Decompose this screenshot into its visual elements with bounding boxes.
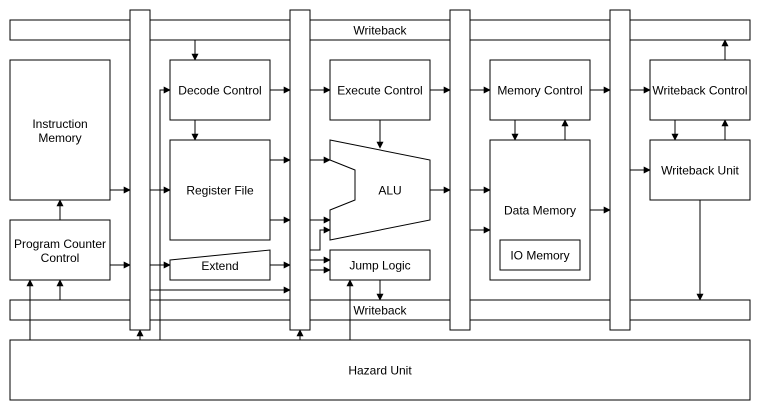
writeback-bus-top [9, 19, 751, 41]
writeback-unit [649, 139, 751, 201]
arrow-reg2-to-alu-c [310, 226, 331, 251]
alu [329, 139, 431, 241]
instruction-memory-label-1: Instruction [32, 117, 87, 131]
decode-control [169, 59, 271, 121]
hazard-unit-label: Hazard Unit [348, 364, 412, 378]
data-memory-label: Data Memory [504, 204, 576, 218]
writeback-unit-label: Writeback Unit [661, 164, 739, 178]
execute-control-label: Execute Control [337, 84, 422, 98]
pipeline-register-3 [449, 9, 471, 331]
connections [26, 39, 729, 340]
program-counter-label-1: Program Counter [14, 237, 106, 251]
io-memory [499, 239, 581, 271]
extend-unit [169, 249, 271, 281]
writeback-bus-bottom-label: Writeback [353, 304, 407, 318]
pipeline-register-2 [289, 9, 311, 331]
arrow-reg1-to-decode [159, 86, 171, 340]
instruction-memory-label-2: Memory [38, 131, 81, 145]
jump-logic-label: Jump Logic [349, 259, 410, 273]
decode-control-label: Decode Control [178, 84, 261, 98]
io-memory-label: IO Memory [510, 249, 569, 263]
pipeline-register-4 [609, 9, 631, 331]
memory-control-label: Memory Control [497, 84, 582, 98]
program-counter-control [9, 219, 111, 281]
instruction-memory [9, 59, 111, 201]
writeback-control [649, 59, 751, 121]
register-file [169, 139, 271, 241]
writeback-control-label: Writeback Control [652, 84, 747, 98]
hazard-unit [9, 339, 751, 401]
alu-label: ALU [378, 184, 401, 198]
jump-logic [329, 249, 431, 281]
program-counter-label-2: Control [41, 251, 80, 265]
pipeline-register-1 [129, 9, 151, 331]
register-file-label: Register File [186, 184, 254, 198]
extend-label: Extend [201, 259, 238, 273]
writeback-bus-top-label: Writeback [353, 24, 407, 38]
